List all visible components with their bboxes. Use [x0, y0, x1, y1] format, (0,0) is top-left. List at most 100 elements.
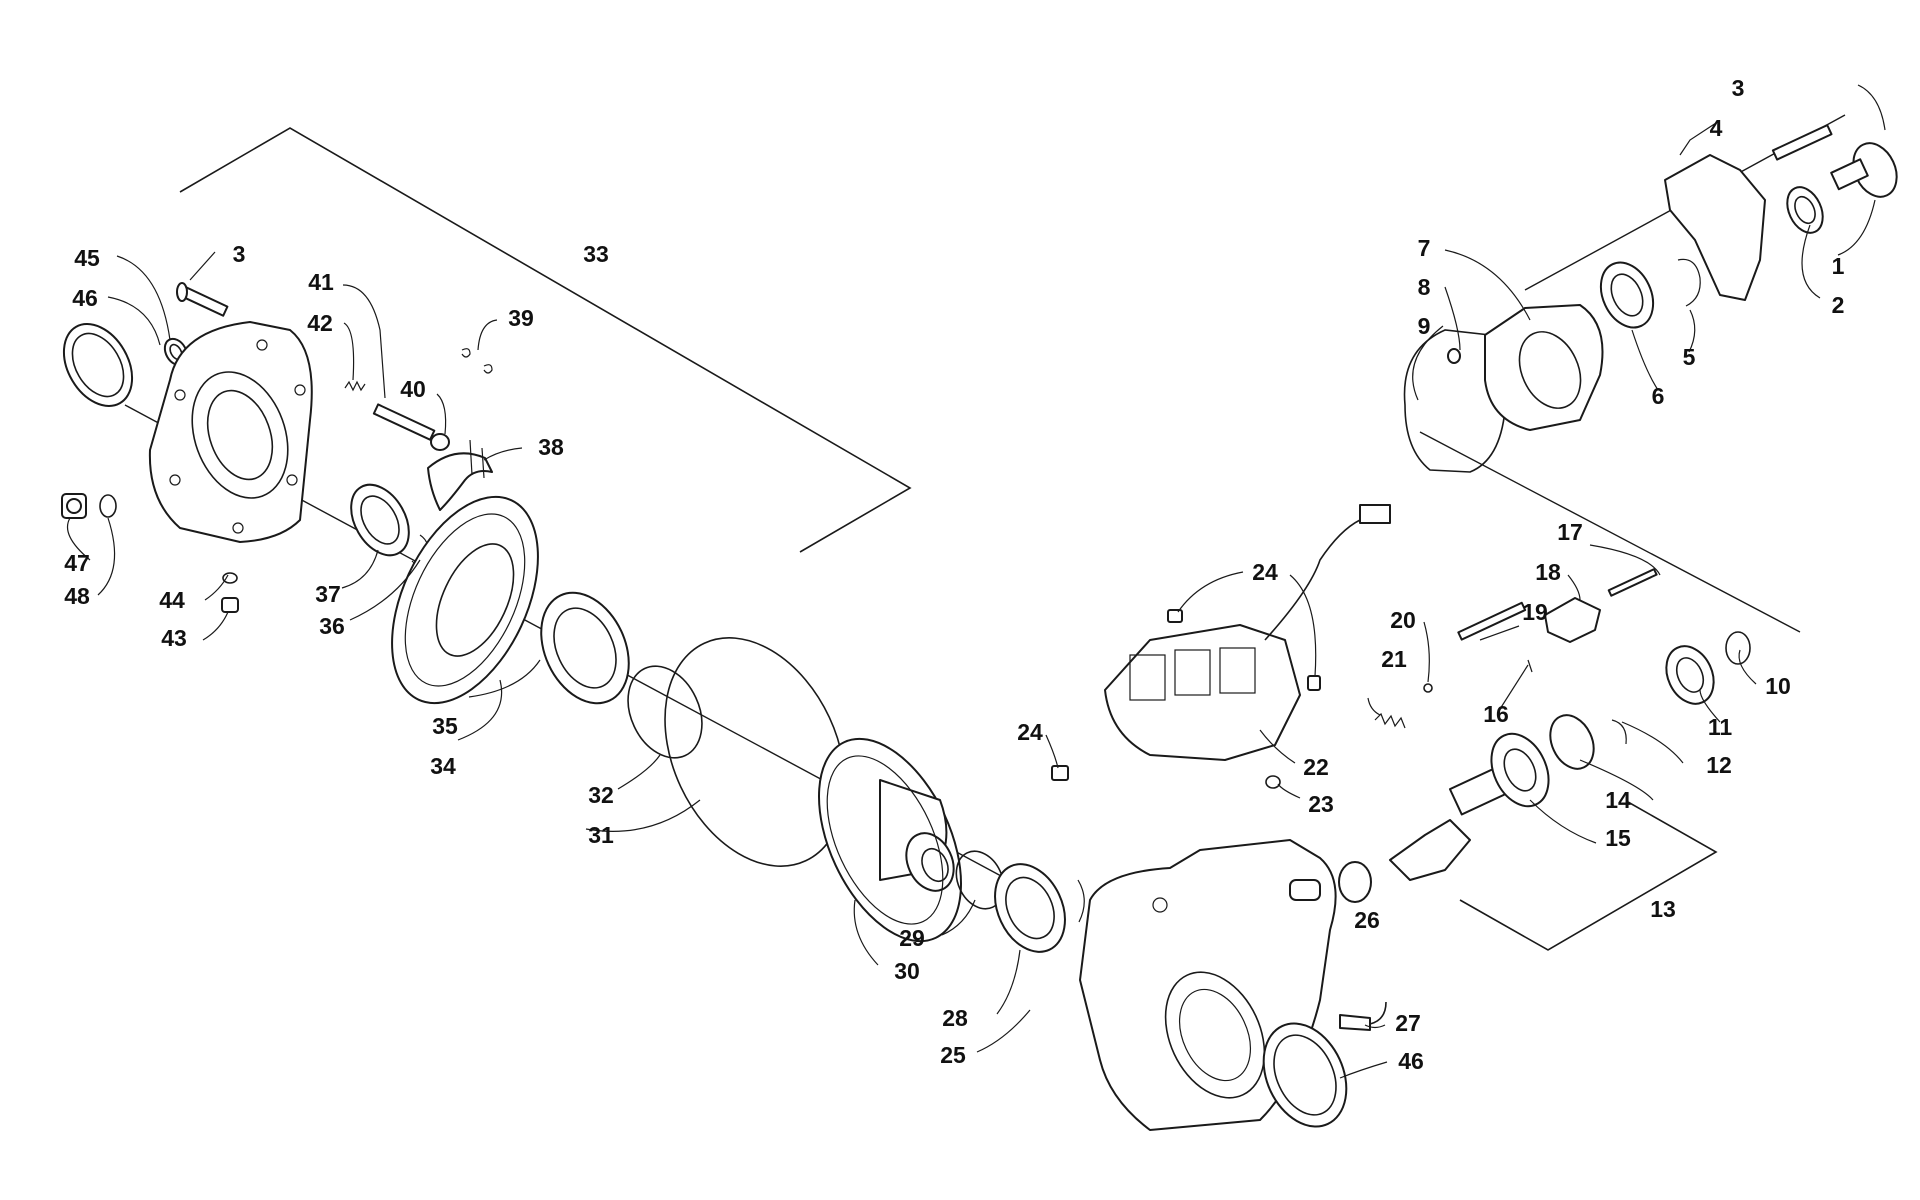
callout-labels: 1 2 3 4 5 6 7 8 9 10 11 12 13 14 15 16 1… — [64, 75, 1844, 1074]
callout-41: 41 — [308, 269, 334, 295]
differential-30 — [818, 737, 962, 943]
shift-fork-38 — [427, 439, 493, 511]
callout-47: 47 — [64, 550, 90, 576]
callout-46-right: 46 — [1398, 1048, 1424, 1074]
coupler-ring-35 — [391, 495, 539, 705]
callout-34: 34 — [430, 753, 456, 779]
callout-8: 8 — [1418, 274, 1431, 300]
o-ring-31 — [664, 637, 846, 867]
callout-10: 10 — [1765, 673, 1791, 699]
spring-42 — [344, 380, 366, 392]
o-ring-32 — [627, 665, 703, 759]
bearing-34 — [540, 591, 630, 705]
bearing-37 — [350, 483, 410, 557]
sleeve-14 — [1549, 714, 1595, 770]
callout-2: 2 — [1832, 292, 1845, 318]
assembly-bracket-33 — [179, 127, 912, 553]
callout-25: 25 — [940, 1042, 966, 1068]
callout-32: 32 — [588, 782, 614, 808]
leader-lines — [66, 84, 1886, 1079]
shift-fork-18 — [1544, 597, 1601, 643]
bearing-28 — [994, 863, 1066, 953]
callout-9: 9 — [1418, 313, 1431, 339]
callout-40: 40 — [400, 376, 426, 402]
assembly-bracket-13 — [1459, 801, 1718, 951]
ball-20 — [1423, 683, 1433, 693]
gear-11 — [1665, 645, 1715, 705]
callout-7: 7 — [1418, 235, 1431, 261]
seal-46-left — [62, 323, 134, 407]
bracket-4 — [1664, 154, 1766, 301]
o-ring-48 — [99, 494, 117, 518]
callout-48: 48 — [64, 583, 90, 609]
callout-23: 23 — [1308, 791, 1334, 817]
callout-37: 37 — [315, 581, 341, 607]
pin-16 — [1527, 659, 1533, 673]
washer-44 — [222, 572, 238, 584]
screw-24-bottom — [1051, 765, 1069, 781]
callout-20: 20 — [1390, 607, 1416, 633]
callout-4: 4 — [1710, 115, 1723, 141]
callout-28: 28 — [942, 1005, 968, 1031]
circlip-12 — [1611, 719, 1627, 745]
callout-24-left: 24 — [1017, 719, 1043, 745]
callout-22: 22 — [1303, 754, 1329, 780]
rod-19 — [1457, 601, 1527, 641]
clip-10 — [1725, 631, 1751, 665]
callout-1: 1 — [1832, 253, 1845, 279]
spring-21 — [1374, 712, 1406, 729]
bushing-40 — [430, 433, 450, 451]
screw-24-top — [1167, 609, 1183, 623]
callout-14: 14 — [1605, 787, 1631, 813]
callout-5: 5 — [1683, 344, 1696, 370]
callout-42: 42 — [307, 310, 333, 336]
callout-44: 44 — [159, 587, 185, 613]
end-cover-plate — [148, 321, 313, 543]
bolt-3-left — [176, 282, 229, 317]
callout-15: 15 — [1605, 825, 1631, 851]
breather-27 — [1339, 1001, 1387, 1031]
bearing-26 — [1338, 861, 1372, 903]
callout-18: 18 — [1535, 559, 1561, 585]
callout-11: 11 — [1708, 714, 1733, 740]
ring-29 — [955, 850, 1005, 910]
callout-6: 6 — [1652, 383, 1665, 409]
callout-39: 39 — [508, 305, 534, 331]
output-flange-1 — [1830, 142, 1898, 198]
o-ring-23 — [1265, 775, 1281, 789]
callout-3-right: 3 — [1732, 75, 1745, 101]
callout-36: 36 — [319, 613, 345, 639]
callout-38: 38 — [538, 434, 564, 460]
callout-3-left: 3 — [233, 241, 246, 267]
callout-33: 33 — [583, 241, 609, 267]
actuator-22 — [1104, 504, 1391, 761]
cover-7 — [1484, 304, 1604, 431]
callout-27: 27 — [1395, 1010, 1421, 1036]
screw-24-side — [1307, 675, 1321, 691]
seal-2 — [1786, 186, 1824, 234]
bearing-6 — [1599, 261, 1655, 329]
callout-46-left: 46 — [72, 285, 98, 311]
callout-43: 43 — [161, 625, 187, 651]
pin-17 — [1607, 568, 1658, 597]
seal-46-right — [1262, 1022, 1348, 1128]
callout-17: 17 — [1557, 519, 1583, 545]
shaft-41 — [372, 403, 436, 441]
callout-13: 13 — [1650, 896, 1676, 922]
callout-30: 30 — [894, 958, 920, 984]
callout-35: 35 — [432, 713, 458, 739]
callout-26: 26 — [1354, 907, 1380, 933]
callout-12: 12 — [1706, 752, 1732, 778]
pinion-gear — [1389, 766, 1509, 881]
callout-24-top: 24 — [1252, 559, 1278, 585]
callout-29: 29 — [899, 925, 925, 951]
clips-39 — [461, 348, 493, 374]
circlip-5 — [1677, 258, 1701, 307]
callout-45: 45 — [74, 245, 100, 271]
bolt-3-right — [1771, 124, 1833, 161]
callout-16: 16 — [1483, 701, 1509, 727]
callout-19: 19 — [1522, 599, 1548, 625]
dowel-8 — [1447, 348, 1461, 364]
drain-plug-47 — [61, 493, 87, 519]
